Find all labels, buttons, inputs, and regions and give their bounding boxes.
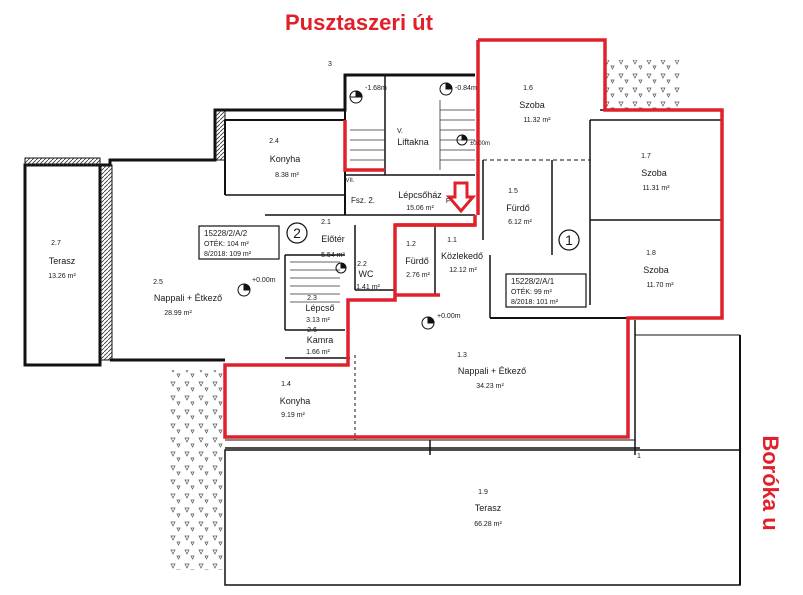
room-2-7-num: 2.7 xyxy=(51,240,61,247)
room-1-8-name: Szoba xyxy=(643,265,669,275)
room-2-3-num: 2.3 xyxy=(307,295,317,302)
stair-name: Lépcsőház xyxy=(398,190,442,200)
stairs-unit2 xyxy=(290,261,340,303)
stair-num: VII. xyxy=(345,178,354,184)
room-2-2-num: 2.2 xyxy=(357,261,367,268)
room-2-5-area: 28.99 m² xyxy=(164,310,192,317)
stair-tag-right: F xyxy=(446,198,450,205)
level-label-1: -1.68m xyxy=(365,85,387,92)
unit-2-circle: 2 xyxy=(286,222,308,244)
room-2-1-name: Előtér xyxy=(321,234,345,244)
room-2-1-num: 2.1 xyxy=(321,219,331,226)
unit-1-label: 15228/2/A/1 OTÉK: 99 m² 8/2018: 101 m² xyxy=(505,273,587,308)
unit-1-code: 15228/2/A/1 xyxy=(511,277,555,286)
stair-area: 15.06 m² xyxy=(406,205,434,212)
unit-2-area2018: 8/2018: 109 m² xyxy=(204,251,252,258)
unit-1-otek: OTÉK: 99 m² xyxy=(511,287,553,296)
unit-boundary-red xyxy=(223,38,724,439)
street-label-top: Pusztaszeri út xyxy=(285,10,433,35)
stairs-main xyxy=(350,100,475,170)
room-1-7-num: 1.7 xyxy=(641,153,651,160)
room-2-1-area: 5.54 m² xyxy=(321,252,345,259)
room-1-9-name: Terasz xyxy=(475,503,502,513)
unit-2-otek: OTÉK: 104 m² xyxy=(204,239,249,248)
room-1-4-name: Konyha xyxy=(280,396,311,406)
corner-number-3: 3 xyxy=(328,61,332,68)
room-1-9-num: 1.9 xyxy=(478,489,488,496)
room-1-6-area: 11.32 m² xyxy=(523,117,551,124)
room-1-2-name: Fürdő xyxy=(405,256,429,266)
room-1-1-area: 12.12 m² xyxy=(449,267,477,274)
corner-number-1: 1 xyxy=(637,453,641,460)
unit-1-area2018: 8/2018: 101 m² xyxy=(511,299,559,306)
room-1-8-num: 1.8 xyxy=(646,250,656,257)
stair-tag: Fsz. 2. xyxy=(351,196,375,205)
svg-text:2: 2 xyxy=(293,225,301,241)
room-2-6-area: 1.66 m² xyxy=(306,349,330,356)
room-2-3-area: 3.13 m² xyxy=(306,317,330,324)
room-1-4-area: 9.19 m² xyxy=(281,412,305,419)
room-1-7-area: 11.31 m² xyxy=(642,185,670,192)
room-1-4-num: 1.4 xyxy=(281,381,291,388)
room-1-9-area: 66.28 m² xyxy=(474,521,502,528)
unit-2-label: 15228/2/A/2 OTÉK: 104 m² 8/2018: 109 m² xyxy=(198,225,280,260)
room-1-5-num: 1.5 xyxy=(508,188,518,195)
svg-text:1: 1 xyxy=(565,232,573,248)
room-1-1-name: Közlekedő xyxy=(441,251,483,261)
room-2-6-name: Kamra xyxy=(307,335,334,345)
level-label-4: +0.00m xyxy=(437,313,461,320)
room-1-3-area: 34.23 m² xyxy=(476,383,504,390)
down-arrow-icon xyxy=(445,181,477,214)
room-1-3-name: Nappali + Étkező xyxy=(458,366,526,376)
room-1-1-num: 1.1 xyxy=(447,237,457,244)
room-2-7-area: 13.26 m² xyxy=(48,273,76,280)
level-marker-icon xyxy=(237,82,468,330)
room-2-7-name: Terasz xyxy=(49,256,76,266)
room-1-5-name: Fürdő xyxy=(506,203,530,213)
room-2-4-area: 8.38 m² xyxy=(275,172,299,179)
room-2-3-name: Lépcső xyxy=(305,303,334,313)
level-label-5: ±0.00m xyxy=(470,141,490,147)
lift-name: Liftakna xyxy=(397,137,429,147)
unit-1-circle: 1 xyxy=(558,229,580,251)
room-1-9 xyxy=(224,334,741,586)
room-2-6-num: 2.6 xyxy=(307,327,317,334)
room-2-2-area: 1.41 m² xyxy=(356,284,380,291)
room-1-7-name: Szoba xyxy=(641,168,667,178)
planting-area-top xyxy=(605,60,680,110)
room-1-8-area: 11.70 m² xyxy=(646,282,674,289)
room-2-5-num: 2.5 xyxy=(153,279,163,286)
unit-2-code: 15228/2/A/2 xyxy=(204,229,248,238)
room-2-4-name: Konyha xyxy=(270,154,301,164)
room-1-2-area: 2.76 m² xyxy=(406,272,430,279)
room-1-6-num: 1.6 xyxy=(523,85,533,92)
room-1-2-num: 1.2 xyxy=(406,241,416,248)
room-2-5-name: Nappali + Étkező xyxy=(154,293,222,303)
lift-num: V. xyxy=(397,128,403,135)
level-label-2: -0.84m xyxy=(455,85,477,92)
room-1-3-num: 1.3 xyxy=(457,352,467,359)
planting-area-left xyxy=(170,370,225,570)
room-2-4-num: 2.4 xyxy=(269,138,279,145)
room-1-6-name: Szoba xyxy=(519,100,545,110)
room-1-5-area: 6.12 m² xyxy=(508,219,532,226)
level-label-3: +0.00m xyxy=(252,277,276,284)
walls xyxy=(99,40,722,455)
room-2-2-name: WC xyxy=(359,269,374,279)
